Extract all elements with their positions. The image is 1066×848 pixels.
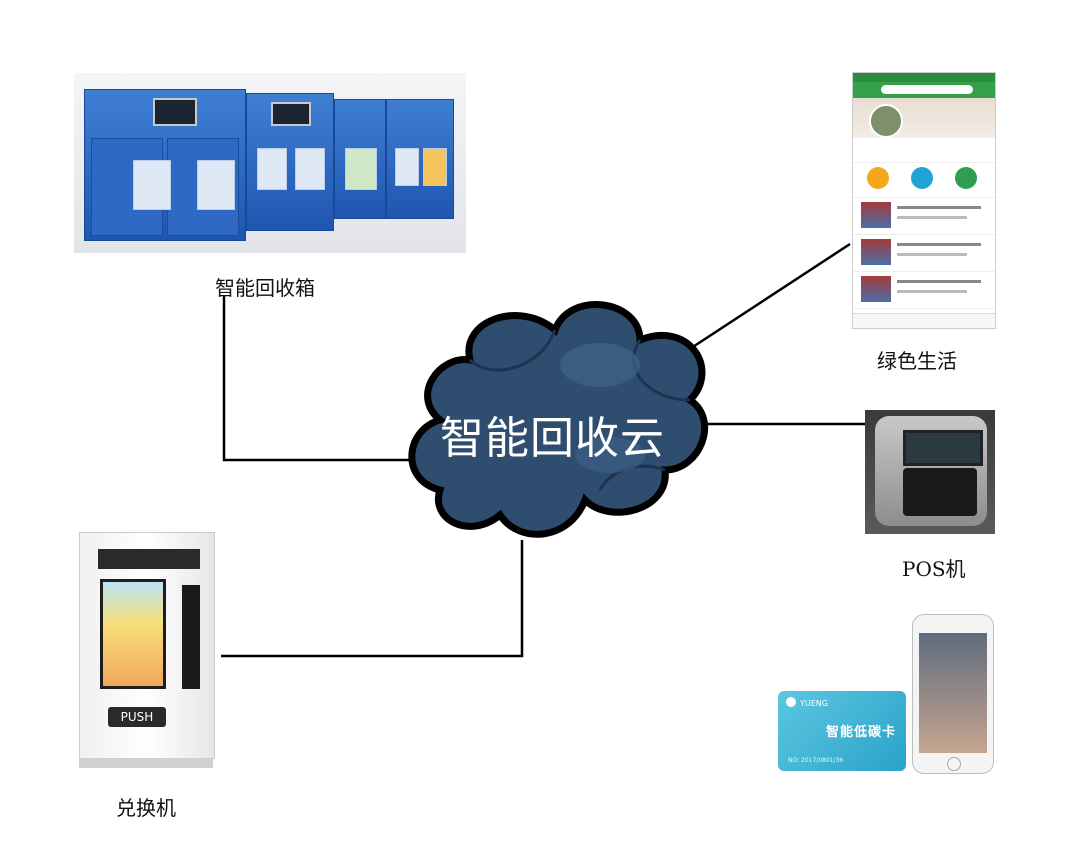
line-recycle-box bbox=[222, 295, 416, 462]
line-exchanger bbox=[220, 540, 524, 658]
green-life-app-image bbox=[852, 72, 996, 329]
smartphone-image bbox=[912, 614, 994, 774]
pos-label: POS机 bbox=[902, 557, 966, 581]
recycle-box-label: 智能回收箱 bbox=[215, 276, 315, 300]
card-title: 智能低碳卡 bbox=[826, 725, 897, 740]
home-button-icon bbox=[947, 757, 961, 771]
cloud-shape bbox=[408, 301, 709, 538]
green-life-label: 绿色生活 bbox=[877, 349, 957, 373]
exchanger-label: 兑换机 bbox=[116, 796, 176, 820]
cloud-label: 智能回收云 bbox=[440, 413, 665, 464]
pos-image bbox=[865, 410, 995, 534]
smart-card-image: YUENG 智能低碳卡 NO: 2017/0801/36 bbox=[778, 691, 906, 771]
recycle-box-image bbox=[74, 73, 466, 253]
card-number: NO: 2017/0801/36 bbox=[788, 757, 844, 764]
card-brand: YUENG bbox=[800, 699, 828, 708]
line-green-life bbox=[675, 242, 851, 360]
card-logo-icon bbox=[786, 697, 796, 707]
push-button-label: PUSH bbox=[108, 707, 166, 727]
exchanger-image: PUSH bbox=[73, 530, 221, 773]
